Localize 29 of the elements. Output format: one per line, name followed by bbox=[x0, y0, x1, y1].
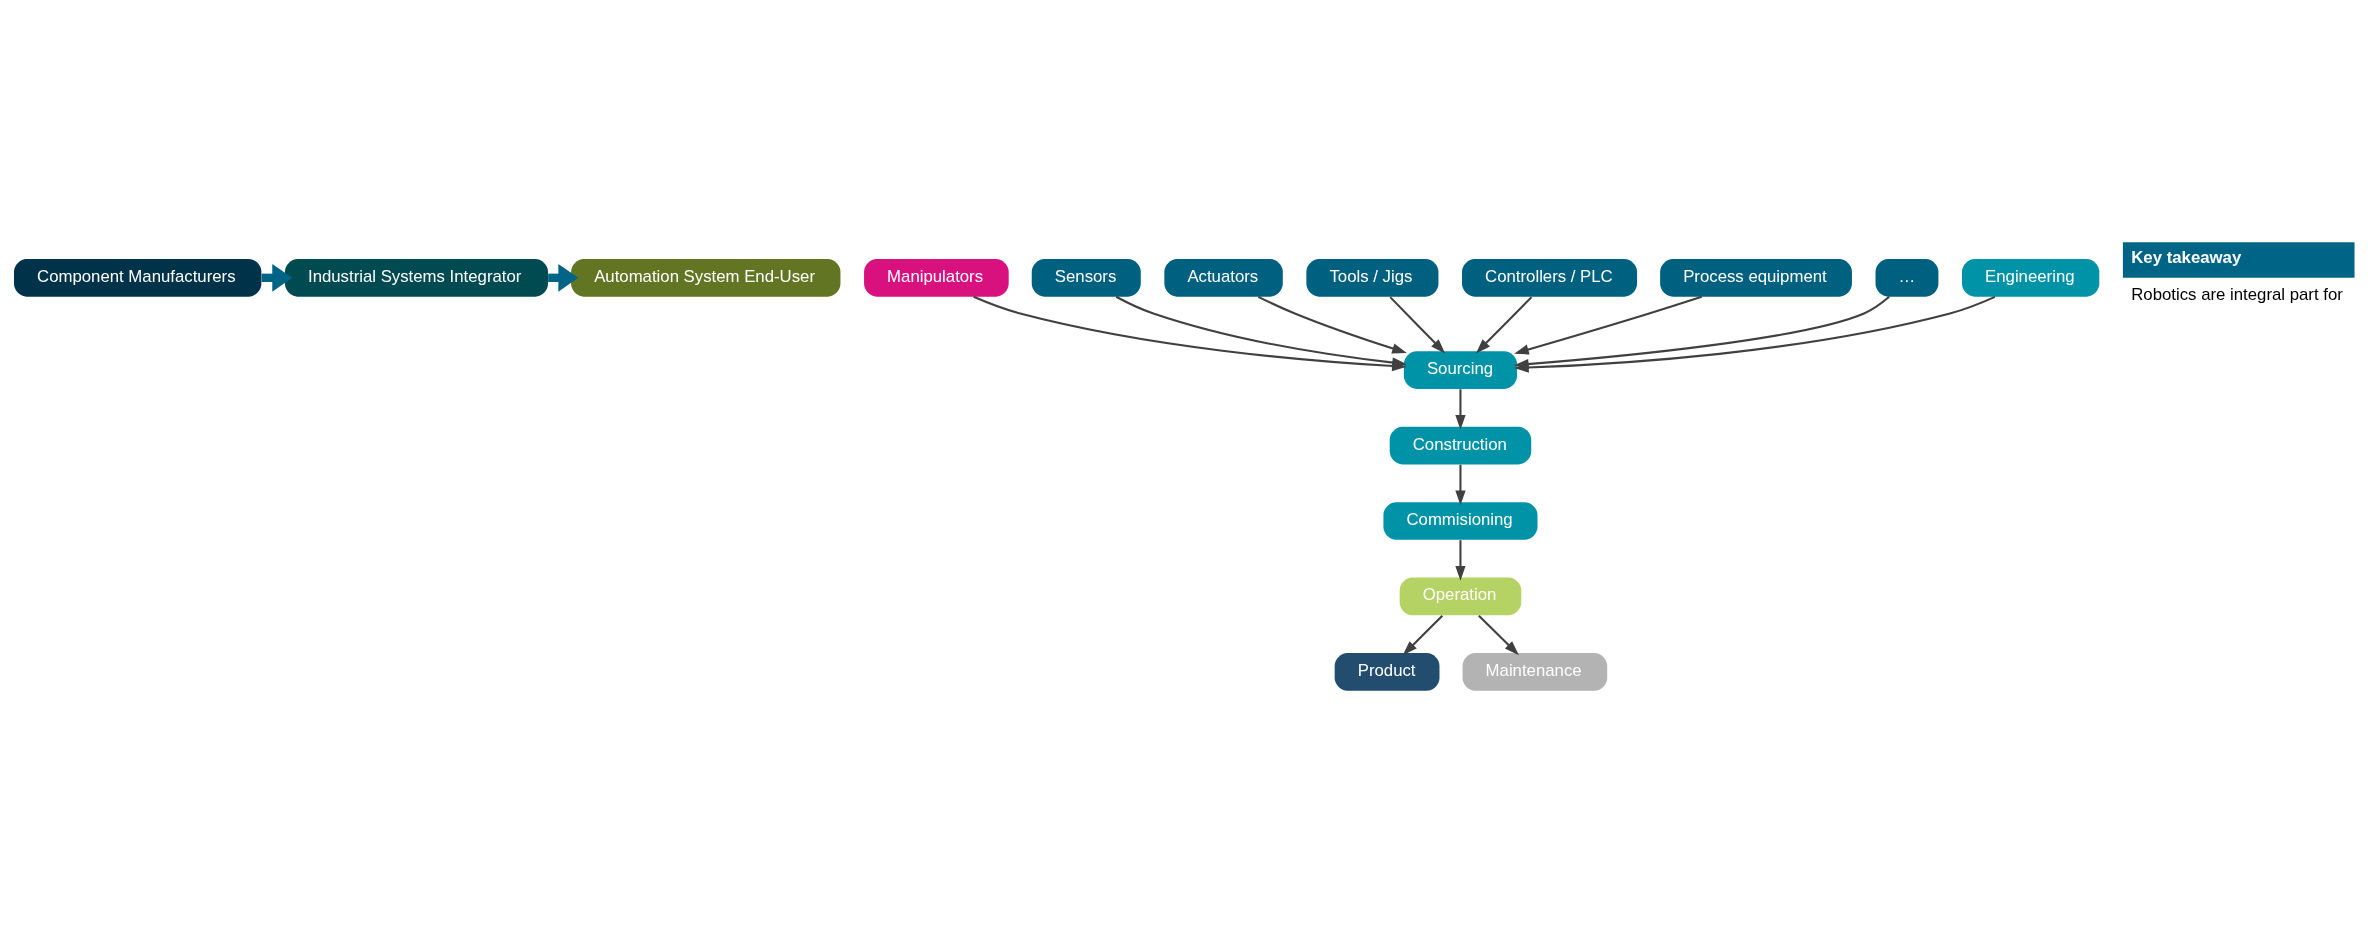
arrow bbox=[1115, 295, 1407, 368]
node-box: Tools / Jigs bbox=[1306, 258, 1439, 297]
node-box: Process equipment bbox=[1660, 258, 1852, 297]
node-box: Product bbox=[1334, 653, 1440, 691]
node-box: Industrial Systems Integrator bbox=[284, 258, 549, 297]
arrow bbox=[1389, 296, 1446, 354]
arrow bbox=[1455, 464, 1466, 506]
node-box: Operation bbox=[1399, 577, 1522, 616]
node-box: Automation System End-User bbox=[571, 258, 841, 297]
node-label: Robotics are integral part for bbox=[2131, 284, 2343, 304]
arrow bbox=[1455, 389, 1466, 430]
node-box: … bbox=[1875, 258, 1939, 297]
node-box: Commisioning bbox=[1383, 502, 1538, 540]
node-box: Manipulators bbox=[864, 258, 1009, 297]
arrow bbox=[1514, 295, 1703, 355]
node-box: Sourcing bbox=[1403, 351, 1518, 389]
arrow bbox=[1455, 540, 1466, 581]
node-box: Construction bbox=[1389, 426, 1532, 465]
arrow bbox=[1402, 614, 1444, 656]
arrow bbox=[1478, 614, 1519, 656]
node-box: Maintenance bbox=[1462, 653, 1608, 691]
node-box: Actuators bbox=[1164, 258, 1283, 297]
node-box: Engineering bbox=[1962, 258, 2100, 297]
node-box: Key takeaway bbox=[2122, 242, 2355, 278]
node-box: Controllers / PLC bbox=[1462, 258, 1638, 297]
arrow bbox=[1257, 295, 1407, 354]
node-box: Sensors bbox=[1031, 258, 1141, 297]
arrow bbox=[1475, 296, 1533, 354]
node-box: Component Manufacturers bbox=[14, 258, 262, 297]
